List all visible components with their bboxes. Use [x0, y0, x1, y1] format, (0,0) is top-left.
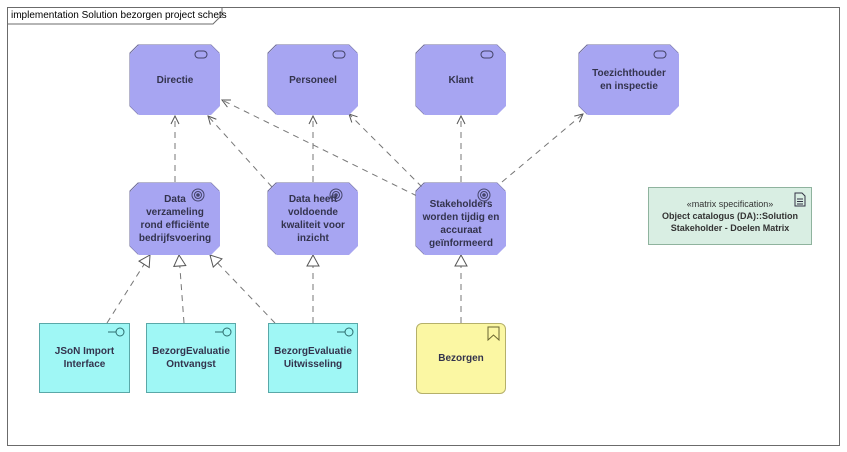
frame-title: implementation Solution bezorgen project… [11, 10, 227, 21]
stakeholder-klant[interactable]: Klant [416, 45, 506, 115]
goal-label: Stakeholders worden tijdig en accuraat g… [422, 199, 500, 249]
interface-ontvangst[interactable]: BezorgEvaluatie Ontvangst [146, 323, 236, 393]
stakeholder-toezicht[interactable]: Toezichthouder en inspectie [579, 45, 679, 115]
work-package-bezorgen[interactable]: Bezorgen [416, 323, 506, 394]
stakeholder-label: Toezichthouder en inspectie [592, 68, 666, 92]
connector-goal3-personeel[interactable] [349, 114, 423, 188]
stakeholder-personeel[interactable]: Personeel [268, 45, 358, 115]
interface-label: BezorgEvaluatie Ontvangst [152, 346, 230, 370]
goal-data-kwaliteit[interactable]: Data heeft voldoende kwaliteit voor inzi… [268, 183, 358, 255]
matrix-stereotype: «matrix specification» [686, 199, 774, 209]
connector-ontvangst-goal1[interactable] [173, 253, 187, 324]
stakeholder-directie[interactable]: Directie [130, 45, 220, 115]
goal-label: Data heeft voldoende kwaliteit voor inzi… [281, 194, 345, 244]
connector-goal3-directie[interactable] [222, 100, 418, 197]
stakeholder-label: Klant [448, 74, 474, 86]
goal-stakeholders-informeren[interactable]: Stakeholders worden tijdig en accuraat g… [416, 183, 506, 255]
work-package-label: Bezorgen [438, 353, 484, 364]
diagram-frame [7, 7, 840, 446]
interface-label: JSoN Import Interface [54, 346, 115, 370]
connector-goal3-toezicht[interactable] [501, 114, 583, 183]
stakeholder-label: Directie [156, 74, 194, 86]
interface-label: BezorgEvaluatie Uitwisseling [274, 346, 352, 370]
goal-label: Data verzameling rond efficiënte bedrijf… [138, 194, 212, 244]
connector-goal2-directie[interactable] [208, 116, 273, 188]
connector-json-goal1[interactable] [106, 254, 151, 324]
matrix-title: Object catalogus (DA)::Solution Stakehol… [662, 211, 798, 233]
interface-json-import[interactable]: JSoN Import Interface [39, 323, 130, 393]
stakeholder-label: Personeel [289, 74, 337, 86]
goal-data-verzameling[interactable]: Data verzameling rond efficiënte bedrijf… [130, 183, 220, 255]
matrix-specification[interactable]: «matrix specification» Object catalogus … [648, 187, 812, 245]
connector-uitwisseling-goal1[interactable] [209, 254, 276, 324]
interface-uitwisseling[interactable]: BezorgEvaluatie Uitwisseling [268, 323, 358, 393]
frame-tab-outline [7, 7, 223, 25]
